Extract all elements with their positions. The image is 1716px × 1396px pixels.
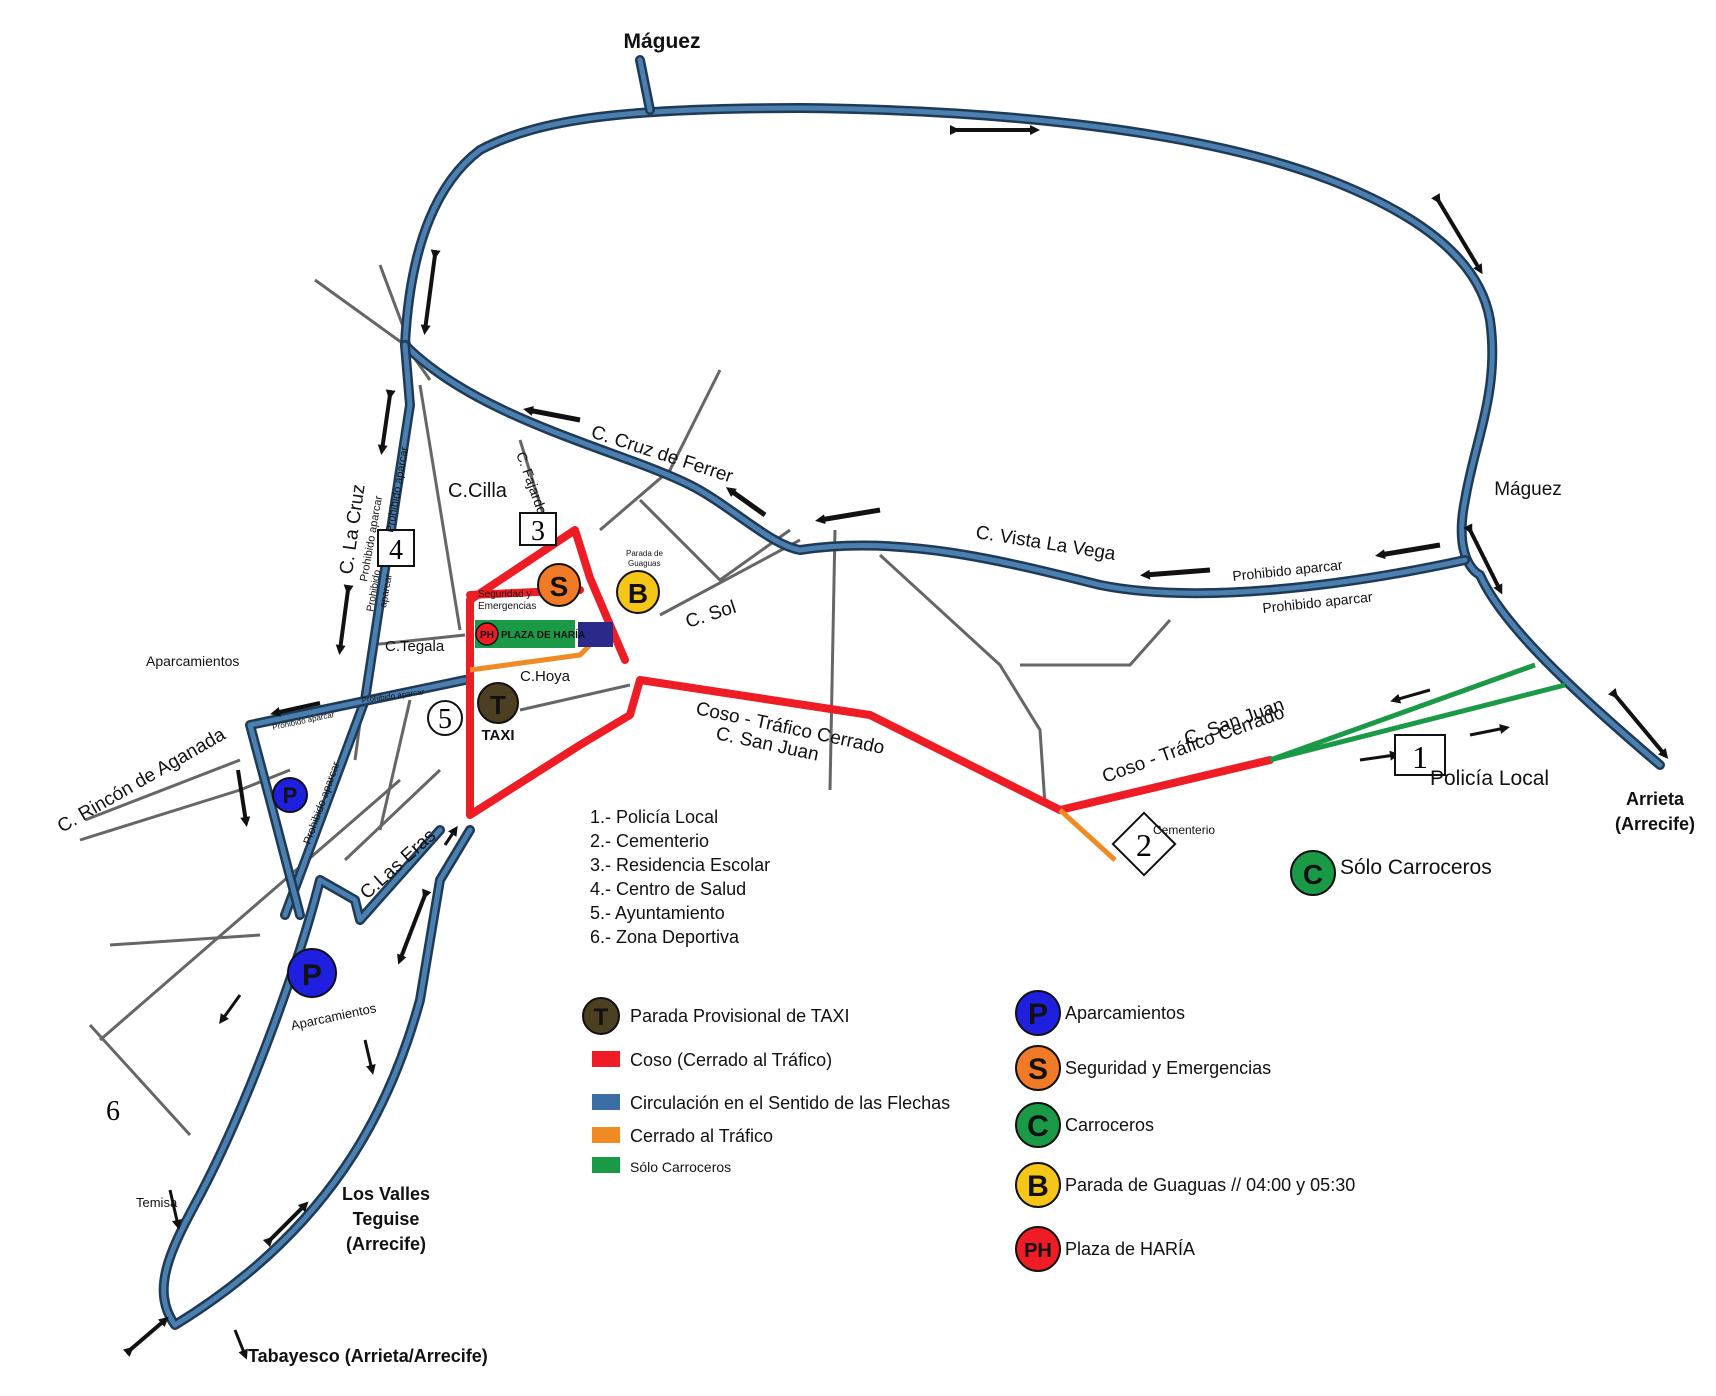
street-tegala: C.Tegala <box>385 638 445 655</box>
note-solo-carroceros: Sólo Carroceros <box>1340 856 1492 879</box>
street-cilla: C.Cilla <box>448 480 508 502</box>
street-hoya: C.Hoya <box>520 668 571 685</box>
label-los-valles: Los Valles <box>342 1184 430 1204</box>
legend-badge-icon <box>1015 1226 1061 1272</box>
legend-right-label: Carroceros <box>1065 1115 1154 1135</box>
number-markers: 1 2 3 4 5 6 <box>106 512 1446 1127</box>
legend-right-item: S Seguridad y Emergencias <box>1015 1045 1271 1091</box>
svg-text:S: S <box>550 571 569 602</box>
numbered-list-item: 3.- Residencia Escolar <box>590 855 770 875</box>
street-fajardo: C. Fajardo <box>513 450 550 517</box>
label-los-valles-arrecife: (Arrecife) <box>346 1234 426 1254</box>
label-temisa: Temisa <box>136 1195 178 1210</box>
carroceros-route <box>1269 662 1566 763</box>
legend-left-label: Circulación en el Sentido de las Flechas <box>630 1093 950 1113</box>
legend-swatch <box>592 1094 620 1110</box>
numbered-list-item: 2.- Cementerio <box>590 831 709 851</box>
legend-badge-symbol: PH <box>1024 1240 1052 1262</box>
svg-text:T: T <box>490 690 506 720</box>
legend-badge-icon <box>1015 990 1061 1036</box>
place-labels: Máguez Máguez Arrieta (Arrecife) Los Val… <box>136 30 1695 1366</box>
carroceros-badge: C <box>1290 850 1336 896</box>
legend-left-label: Parada Provisional de TAXI <box>630 1006 849 1026</box>
label-teguise: Teguise <box>353 1209 420 1229</box>
marker-1: 1 <box>1412 739 1428 775</box>
closed-streets <box>469 643 1117 862</box>
note-parada-1: Parada de <box>626 549 663 558</box>
legend-right-item: B Parada de Guaguas // 04:00 y 05:30 <box>1015 1162 1355 1208</box>
note-parada-2: Guaguas <box>628 559 660 568</box>
legend-left-item: T Parada Provisional de TAXI <box>582 997 849 1035</box>
plaza-de-haria: PH PLAZA DE HARÍA <box>475 620 613 648</box>
legend-badge-icon <box>1015 1102 1061 1148</box>
svg-text:P: P <box>302 959 322 992</box>
legend-taxi-symbol: T <box>594 1004 609 1031</box>
marker-2: 2 <box>1136 827 1152 863</box>
direction-arrows <box>122 125 1669 1360</box>
legend-left: T Parada Provisional de TAXI Coso (Cerrado… <box>582 997 950 1175</box>
legend-badge-symbol: P <box>1028 998 1048 1031</box>
legend-badge-symbol: B <box>1027 1170 1049 1203</box>
legend-right-item: P Aparcamientos <box>1015 990 1185 1036</box>
legend-badge-icon <box>1015 1162 1061 1208</box>
plaza-label: PLAZA DE HARÍA <box>501 628 585 641</box>
numbered-list: 1.- Policía Local 2.- Cementerio 3.- Resid… <box>590 807 770 947</box>
legend-left-label: Sólo Carroceros <box>630 1159 731 1175</box>
marker-3: 3 <box>531 516 545 547</box>
label-arrieta: Arrieta <box>1626 789 1685 809</box>
numbered-list-item: 5.- Ayuntamiento <box>590 903 725 923</box>
bus-stop-badge: B <box>616 570 660 614</box>
legend-left-item: Cerrado al Tráfico <box>592 1126 773 1146</box>
legend-left-item: Coso (Cerrado al Tráfico) <box>592 1050 832 1070</box>
legend-left-item: Sólo Carroceros <box>592 1157 731 1175</box>
security-badge: S <box>537 563 581 607</box>
legend-swatch <box>592 1127 620 1143</box>
parking-badge-small: P <box>272 777 308 813</box>
legend-badge-symbol: C <box>1027 1110 1049 1143</box>
note-seguridad-2: Emergencias <box>478 601 536 612</box>
svg-text:B: B <box>628 578 648 609</box>
map-badges: P P S B T C <box>272 563 1336 998</box>
legend-left-label: Cerrado al Tráfico <box>630 1126 773 1146</box>
note-aparcamientos-top: Aparcamientos <box>146 653 239 669</box>
numbered-list-item: 1.- Policía Local <box>590 807 718 827</box>
note-policia-local: Policía Local <box>1430 767 1549 790</box>
note-seguridad-1: Seguridad y <box>478 589 531 600</box>
ph-badge-small: PH <box>480 630 494 641</box>
numbered-list-item: 6.- Zona Deportiva <box>590 927 740 947</box>
taxi-badge: T <box>477 682 519 724</box>
legend-swatch <box>592 1157 620 1173</box>
note-aparcamientos-bottom: Aparcamientos <box>290 1000 378 1033</box>
note-cementerio: Cementerio <box>1153 823 1215 837</box>
street-sol: C. Sol <box>683 597 739 633</box>
legend-badge-symbol: S <box>1028 1053 1048 1086</box>
label-arrieta-arrecife: (Arrecife) <box>1615 814 1695 834</box>
legend-left-item: Circulación en el Sentido de las Flechas <box>592 1093 950 1113</box>
legend-right-label: Aparcamientos <box>1065 1003 1185 1023</box>
svg-text:P: P <box>283 783 298 808</box>
label-maguez-right: Máguez <box>1494 479 1562 500</box>
note-taxi: TAXI <box>481 727 514 744</box>
legend-right-label: Parada de Guaguas // 04:00 y 05:30 <box>1065 1175 1355 1195</box>
legend-right-label: Plaza de HARÍA <box>1065 1239 1195 1259</box>
marker-5: 5 <box>438 704 452 735</box>
legend-right-label: Seguridad y Emergencias <box>1065 1058 1271 1078</box>
legend-left-label: Coso (Cerrado al Tráfico) <box>630 1050 832 1070</box>
legend-badge-icon <box>1015 1045 1061 1091</box>
secondary-streets <box>79 264 1172 1137</box>
label-maguez-top: Máguez <box>623 30 700 53</box>
legend-taxi-icon <box>582 997 620 1035</box>
numbered-list-item: 4.- Centro de Salud <box>590 879 746 899</box>
legend-right-item: C Carroceros <box>1015 1102 1154 1148</box>
legend-right-item: PH Plaza de HARÍA <box>1015 1226 1195 1272</box>
svg-text:C: C <box>1303 859 1323 890</box>
marker-4: 4 <box>389 535 403 566</box>
parking-badge-large: P <box>287 948 337 998</box>
marker-6: 6 <box>106 1096 120 1127</box>
note-prohibido-lacruz-2: Prohibido aparcar <box>384 446 411 534</box>
label-tabayesco: Tabayesco (Arrieta/Arrecife) <box>248 1346 488 1366</box>
legend-swatch <box>592 1051 620 1067</box>
